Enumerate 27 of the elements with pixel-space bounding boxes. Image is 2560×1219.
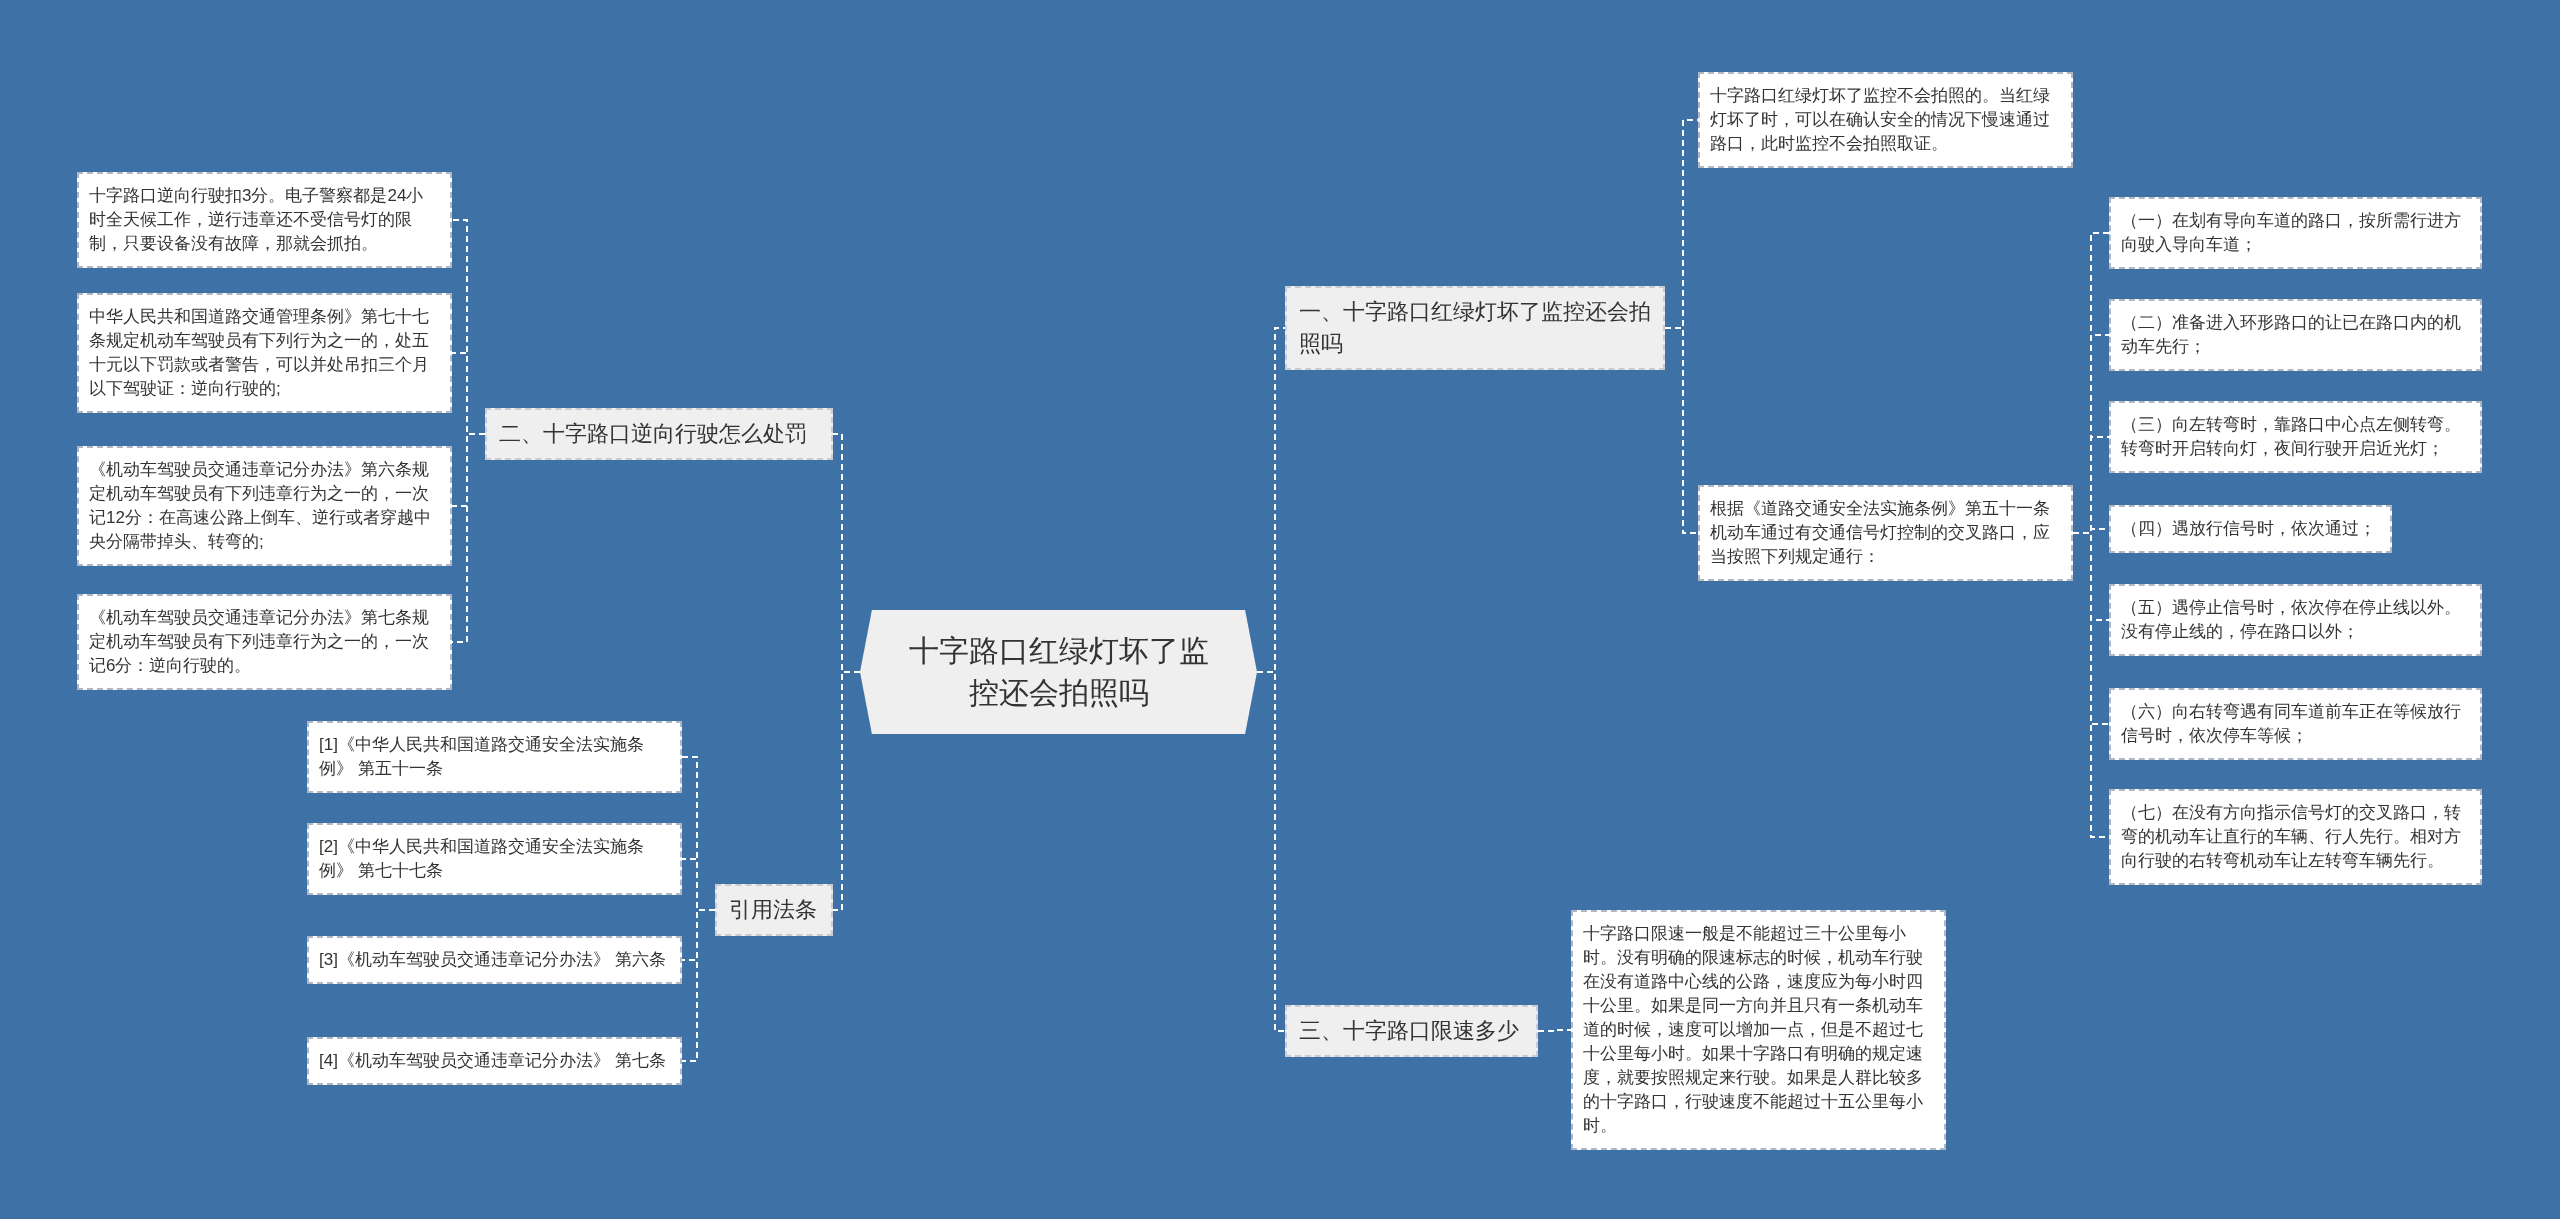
text-box: 《机动车驾驶员交通违章记分办法》第七条规定机动车驾驶员有下列违章行为之一的，一次记6分：逆向行驶的。 (77, 594, 452, 690)
connector-line (681, 909, 716, 1062)
text-box: （七）在没有方向指示信号灯的交叉路口，转弯的机动车让直行的车辆、行人先行。相对方向行驶的右转弯机动车让左转弯车辆先行。 (2109, 789, 2482, 885)
text-box: （五）遇停止信号时，依次停在停止线以外。没有停止线的，停在路口以外； (2109, 584, 2482, 656)
text-box: 十字路口限速一般是不能超过三十公里每小时。没有明确的限速标志的时候，机动车行驶在没有道路中心线的公路，速度应为每小时四十公里。如果是同一方向并且只有一条机动车道的时候，速度可以增加一点，但是不超过七十公里每小时。如果十字路口有明确的规定速度，就要按照规定来行驶。如果是人群比较多的十字路口，行驶速度不能超过十五公里每小时。 (1571, 910, 1946, 1150)
central-topic-box: 十字路口红绿灯坏了监控还会拍照吗 (860, 610, 1257, 734)
topic-box: 二、十字路口逆向行驶怎么处罚 (485, 408, 833, 460)
topic-box: 一、十字路口红绿灯坏了监控还会拍照吗 (1285, 286, 1665, 370)
text-box: 十字路口红绿灯坏了监控不会拍照的。当红绿灯坏了时，可以在确认安全的情况下慢速通过路口，此时监控不会拍照取证。 (1698, 72, 2073, 168)
topic-box: 三、十字路口限速多少 (1285, 1005, 1538, 1057)
text-box: [3]《机动车驾驶员交通违章记分办法》 第六条 (307, 936, 682, 984)
text-box: （四）遇放行信号时，依次通过； (2109, 505, 2392, 553)
text-box: 根据《道路交通安全法实施条例》第五十一条机动车通过有交通信号灯控制的交叉路口，应当按照下列规定通行： (1698, 485, 2073, 581)
text-box: 中华人民共和国道路交通管理条例》第七十七条规定机动车驾驶员有下列行为之一的，处五十元以下罚款或者警告，可以并处吊扣三个月以下驾驶证：逆向行驶的; (77, 293, 452, 413)
text-box: [4]《机动车驾驶员交通违章记分办法》 第七条 (307, 1037, 682, 1085)
connector-line (1537, 1029, 1572, 1032)
text-box: （三）向左转弯时，靠路口中心点左侧转弯。转弯时开启转向灯，夜间行驶开启近光灯； (2109, 401, 2482, 473)
text-box: （二）准备进入环形路口的让已在路口内的机动车先行； (2109, 299, 2482, 371)
text-box: （六）向右转弯遇有同车道前车正在等候放行信号时，依次停车等候； (2109, 688, 2482, 760)
text-box: [1]《中华人民共和国道路交通安全法实施条例》 第五十一条 (307, 721, 682, 793)
text-box: 《机动车驾驶员交通违章记分办法》第六条规定机动车驾驶员有下列违章行为之一的，一次记12分：在高速公路上倒车、逆行或者穿越中央分隔带掉头、转弯的; (77, 446, 452, 566)
connector-line (832, 671, 861, 911)
topic-box: 引用法条 (715, 884, 833, 936)
connector-line (1664, 327, 1699, 534)
text-box: （一）在划有导向车道的路口，按所需行进方向驶入导向车道； (2109, 197, 2482, 269)
text-box: 十字路口逆向行驶扣3分。电子警察都是24小时全天候工作，逆行违章还不受信号灯的限制，只要设备没有故障，那就会抓拍。 (77, 172, 452, 268)
text-box: [2]《中华人民共和国道路交通安全法实施条例》 第七十七条 (307, 823, 682, 895)
